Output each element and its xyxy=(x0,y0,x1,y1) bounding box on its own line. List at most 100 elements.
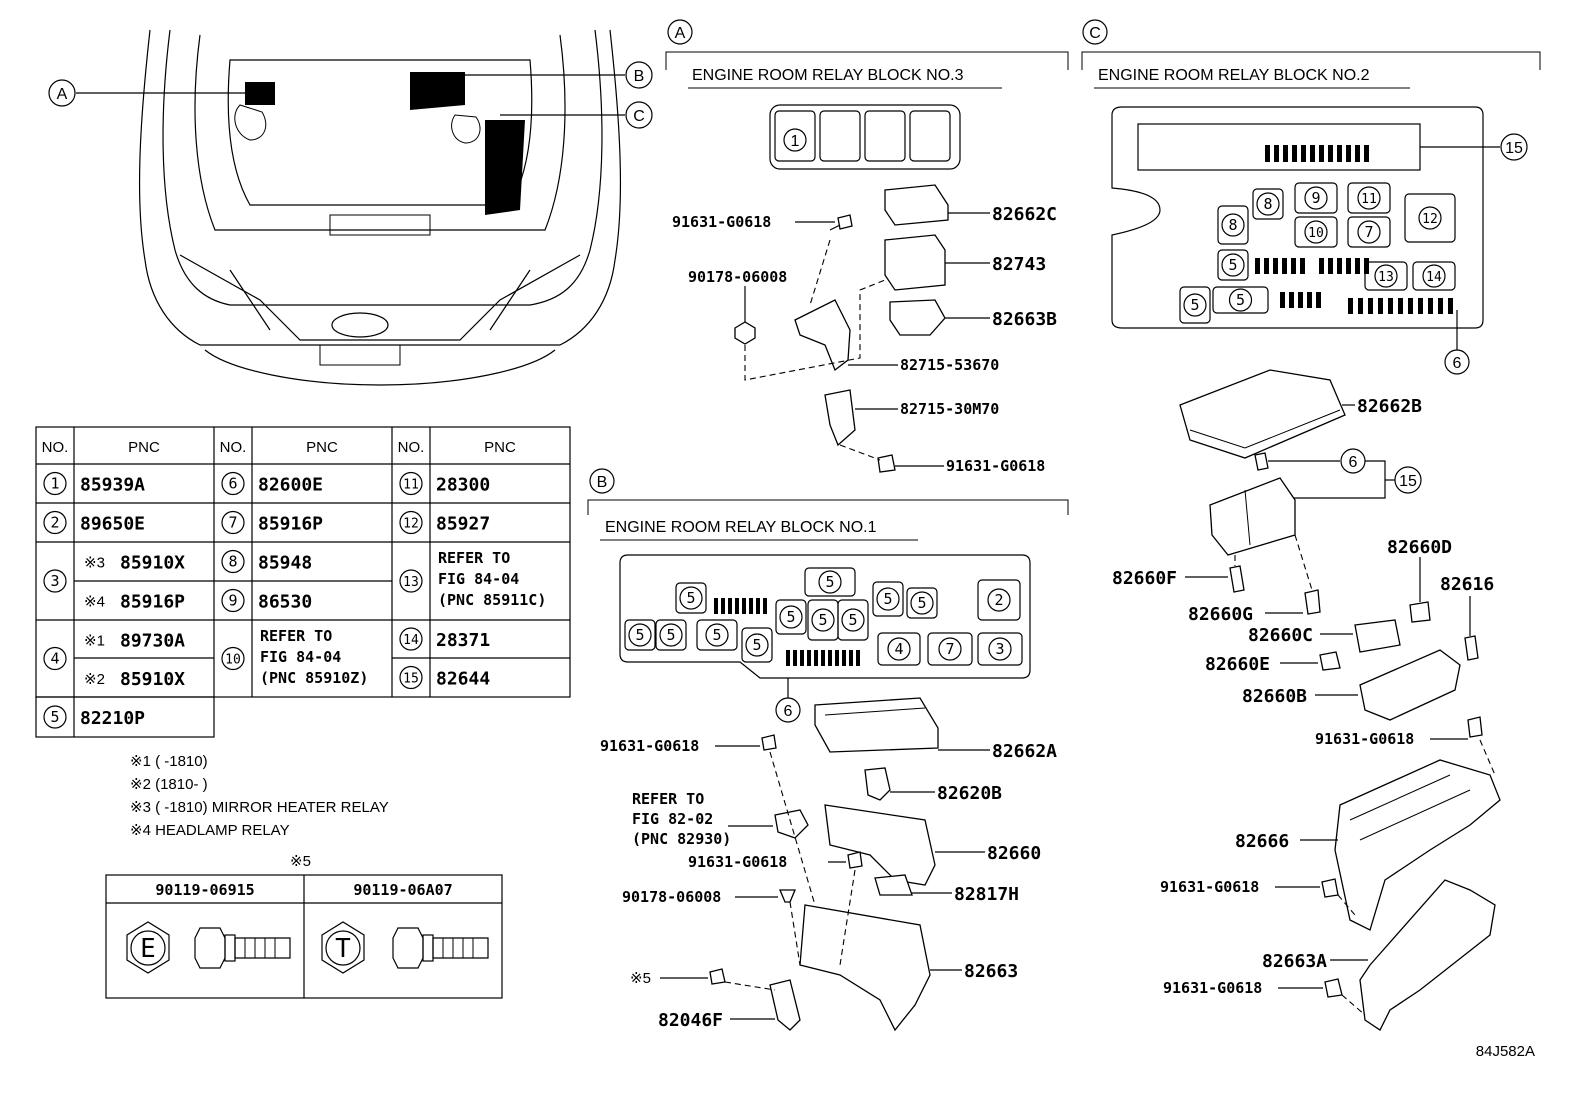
table-pnc-11: 28300 xyxy=(436,475,490,496)
callout-a: A xyxy=(48,79,76,107)
part-82616: 82616 xyxy=(1440,574,1494,595)
table-no-14: 14 xyxy=(399,627,423,651)
section-b-badge: B xyxy=(597,474,608,491)
table-ref-13-2: (PNC 85911C) xyxy=(438,591,546,609)
refer-b-line2: FIG 82-02 xyxy=(632,810,713,828)
part-82662c: 82662C xyxy=(992,204,1057,225)
b-slot-6-num: 5 xyxy=(811,608,835,632)
svg-text:7: 7 xyxy=(1364,223,1373,241)
svg-text:2: 2 xyxy=(50,514,59,532)
b-slot-3: 5 xyxy=(696,619,738,651)
svg-text:E: E xyxy=(140,934,156,964)
table-no-5: 5 xyxy=(43,705,67,729)
svg-text:5: 5 xyxy=(686,589,695,607)
svg-text:5: 5 xyxy=(825,573,834,591)
c-slot-4-num: 11 xyxy=(1357,186,1381,210)
svg-text:8: 8 xyxy=(1263,195,1272,213)
b-slot-11: 2 xyxy=(977,579,1021,621)
c-slot-0: 8 xyxy=(1252,188,1284,220)
b-slot-9-num: 5 xyxy=(876,587,900,611)
b-slot-10-num: 5 xyxy=(910,591,934,615)
table-ref-10-2: (PNC 85910Z) xyxy=(260,669,368,687)
table-pnc-7: 85916P xyxy=(258,514,323,535)
b-slot-2: 5 xyxy=(655,619,687,651)
b-slot-1-num: 5 xyxy=(628,623,652,647)
c-slot-8-num: 13 xyxy=(1374,264,1398,288)
table-pnc-2: 89650E xyxy=(80,514,145,535)
vehicle-overview xyxy=(76,29,625,386)
svg-text:5: 5 xyxy=(818,611,827,629)
table-no-12: 12 xyxy=(399,510,423,535)
b-slot-8-num: 5 xyxy=(818,570,842,594)
bolt-col-1: 90119-06915 xyxy=(155,881,254,899)
bolt-91631-b1: 91631-G0618 xyxy=(600,737,699,755)
b-slot-3-num: 5 xyxy=(705,623,729,647)
bolt-91631-c1: 91631-G0618 xyxy=(1315,730,1414,748)
b-slot-14-num: 3 xyxy=(988,637,1012,661)
svg-text:13: 13 xyxy=(1378,270,1394,285)
part-82662b: 82662B xyxy=(1357,396,1422,417)
svg-text:5: 5 xyxy=(50,708,59,726)
b-slot-4-num: 5 xyxy=(745,633,769,657)
th-no-3: NO. xyxy=(398,439,425,456)
bolt-91631-a1: 91631-G0618 xyxy=(672,213,771,231)
part-82660d: 82660D xyxy=(1387,537,1452,558)
table-no-13: 13 xyxy=(399,569,423,593)
table-no-6: 6 xyxy=(221,471,245,496)
part-82660g: 82660G xyxy=(1188,604,1253,625)
bolt-t-icon: T xyxy=(321,921,489,974)
table-ref-13-0: REFER TO xyxy=(438,549,510,567)
table-pnc-3-1: 85916P xyxy=(120,592,185,613)
th-no-1: NO. xyxy=(42,439,69,456)
c-slot-1-num: 8 xyxy=(1221,213,1245,237)
section-a-title: ENGINE ROOM RELAY BLOCK NO.3 xyxy=(692,67,964,84)
bolt-91631-c2: 91631-G0618 xyxy=(1160,878,1259,896)
svg-text:4: 4 xyxy=(50,650,59,668)
part-82660f: 82660F xyxy=(1112,568,1177,589)
part-82620b: 82620B xyxy=(937,783,1002,804)
refer-b-line3: (PNC 82930) xyxy=(632,830,731,848)
svg-text:5: 5 xyxy=(1236,291,1245,309)
svg-text:5: 5 xyxy=(752,636,761,654)
nut-90178-a: 90178-06008 xyxy=(688,268,787,286)
c-lead-15: 15 xyxy=(1505,140,1523,157)
b-slot-13-num: 7 xyxy=(938,637,962,661)
svg-text:1: 1 xyxy=(50,475,59,493)
c-slot-10: 5 xyxy=(1179,286,1211,324)
part-82660e: 82660E xyxy=(1205,654,1270,675)
table-ref-10-1: FIG 84-04 xyxy=(260,648,341,666)
table-pnc-9: 86530 xyxy=(258,592,312,613)
c-slot-1: 8 xyxy=(1217,205,1249,245)
b-slot-8: 5 xyxy=(804,567,856,597)
svg-text:5: 5 xyxy=(848,611,857,629)
table-pnc-5: 82210P xyxy=(80,708,145,729)
c-slot-3: 10 xyxy=(1294,216,1338,248)
part-82817h: 82817H xyxy=(954,884,1019,905)
b-slot-12: 4 xyxy=(877,632,921,666)
table-no-7: 7 xyxy=(221,510,245,535)
table-mark-3-1: ※4 xyxy=(84,594,105,611)
svg-text:11: 11 xyxy=(403,478,419,493)
svg-text:6: 6 xyxy=(228,475,237,493)
svg-text:13: 13 xyxy=(403,575,419,590)
svg-text:5: 5 xyxy=(917,594,926,612)
c-slot-5: 7 xyxy=(1347,216,1391,248)
b-callout-6: 6 xyxy=(784,703,793,720)
b-slot-7-num: 5 xyxy=(841,608,865,632)
note-3: ※3 ( -1810) MIRROR HEATER RELAY xyxy=(130,799,389,816)
b-slot-12-num: 4 xyxy=(887,637,911,661)
th-pnc-1: PNC xyxy=(128,439,160,456)
svg-text:12: 12 xyxy=(1422,212,1438,227)
th-no-2: NO. xyxy=(220,439,247,456)
part-82743: 82743 xyxy=(992,254,1046,275)
nut-90178-b: 90178-06008 xyxy=(622,888,721,906)
svg-text:8: 8 xyxy=(1228,216,1237,234)
c-slot-10-num: 5 xyxy=(1183,293,1207,317)
table-pnc-14: 28371 xyxy=(436,630,490,651)
diagram-id: 84J582A xyxy=(1476,1043,1535,1060)
table-pnc-6: 82600E xyxy=(258,475,323,496)
part-82660c: 82660C xyxy=(1248,625,1313,646)
bolt-mark-5: ※5 xyxy=(630,970,651,987)
